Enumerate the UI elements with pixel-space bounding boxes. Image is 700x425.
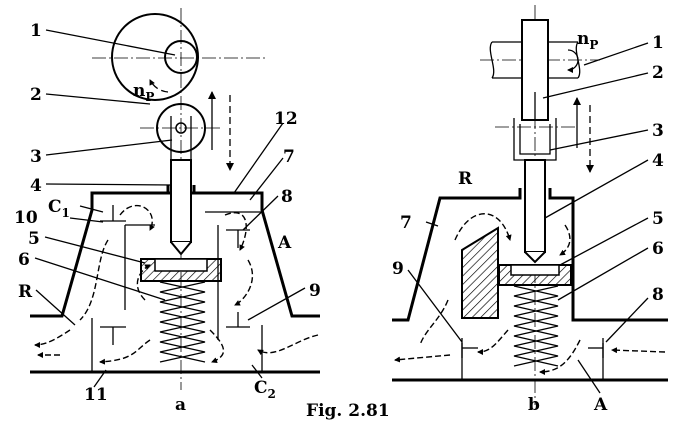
leaders-b xyxy=(407,42,649,394)
flow-c1-a xyxy=(119,204,155,231)
label-a-b: A xyxy=(593,395,608,415)
flow-left-b xyxy=(419,299,449,346)
label-3-a: 3 xyxy=(30,147,42,167)
label-np-a: nP xyxy=(133,81,154,104)
label-5-b: 5 xyxy=(652,209,664,229)
flow-bottom-left-a xyxy=(99,339,151,365)
label-np-main-b: n xyxy=(577,29,589,49)
valve-10-a xyxy=(100,205,126,222)
valve-9-b xyxy=(461,338,478,358)
valve-9-a xyxy=(226,312,250,328)
label-6-a: 6 xyxy=(18,250,30,270)
label-3-b: 3 xyxy=(652,121,664,141)
plunger-tip-b xyxy=(524,251,546,264)
valve-11-a xyxy=(100,326,126,345)
plunger-rod-b xyxy=(524,159,546,253)
piston-cup-a xyxy=(154,258,208,272)
label-sub-b: b xyxy=(528,395,540,415)
flow-out-b xyxy=(394,354,451,363)
label-7-b: 7 xyxy=(400,213,412,233)
label-sub-a: a xyxy=(175,395,186,415)
label-4-a: 4 xyxy=(30,176,42,196)
diagram-b: nP 1 2 3 4 5 6 8 R 7 9 b A xyxy=(392,5,668,415)
label-8-a: 8 xyxy=(281,187,293,207)
label-11-a: 11 xyxy=(84,385,108,405)
label-12-a: 12 xyxy=(274,109,298,129)
label-7-a: 7 xyxy=(283,147,295,167)
label-9-b: 9 xyxy=(392,259,404,279)
label-np-b: nP xyxy=(577,29,598,52)
diagram-a: 1 2 3 4 C1 10 5 6 R 11 a C2 9 A 8 7 12 n… xyxy=(14,8,321,415)
flow-in-right-a xyxy=(257,334,319,356)
shaft-end-left-b xyxy=(489,41,495,79)
flow-right-top-a xyxy=(224,212,247,251)
label-9-a: 9 xyxy=(309,281,321,301)
spring-a xyxy=(159,281,206,363)
flow-right-mid-a xyxy=(234,259,254,306)
cam-shaft-a xyxy=(164,40,198,74)
figure-caption: Fig. 2.81 xyxy=(306,401,390,421)
label-5-a: 5 xyxy=(28,229,40,249)
label-2-a: 2 xyxy=(30,85,42,105)
spring-b xyxy=(513,285,559,367)
fork-inner-b xyxy=(519,124,551,155)
flow-inner-a xyxy=(136,264,151,301)
guide-wedge-b xyxy=(461,226,499,319)
label-c1-a: C1 xyxy=(48,197,70,220)
label-c2-a: C2 xyxy=(254,378,276,401)
flow-top-b xyxy=(454,213,512,241)
label-10-a: 10 xyxy=(14,208,38,228)
shaft-rotation-arrow-b xyxy=(567,49,579,73)
label-a-a: A xyxy=(277,233,292,253)
label-1-b: 1 xyxy=(652,33,664,53)
housing-right-a xyxy=(191,185,320,318)
label-np-sub-b: P xyxy=(589,38,598,52)
roller-a xyxy=(156,103,206,153)
leaders-a xyxy=(34,29,306,388)
flow-out-left-a xyxy=(34,329,71,348)
label-4-b: 4 xyxy=(652,151,664,171)
cam-rotation-arrow-a xyxy=(149,79,169,93)
label-2-b: 2 xyxy=(652,63,664,83)
roller-pin-a xyxy=(175,122,187,134)
flow-bottom-a xyxy=(209,329,225,363)
plunger-rod-a xyxy=(170,159,192,243)
label-c2-main: C xyxy=(254,378,268,398)
piston-cup-b xyxy=(510,264,560,276)
label-8-b: 8 xyxy=(652,285,664,305)
label-c2-sub: 2 xyxy=(268,387,276,401)
flow-left-a xyxy=(79,239,109,321)
flow-bottom-left-b xyxy=(477,329,509,355)
label-c1-sub: 1 xyxy=(62,206,70,220)
label-r-b: R xyxy=(458,169,473,189)
flow-bottom-b xyxy=(539,339,581,375)
housing-left-a xyxy=(30,185,171,318)
label-c1-main: C xyxy=(48,197,62,217)
flow-in-b xyxy=(611,347,666,354)
valve-8-a xyxy=(226,229,250,248)
housing-b xyxy=(392,188,668,322)
label-1-a: 1 xyxy=(30,21,42,41)
flow-right-b xyxy=(559,224,571,256)
label-np-sub-a: P xyxy=(145,90,154,104)
label-np-main-a: n xyxy=(133,81,145,101)
label-6-b: 6 xyxy=(652,239,664,259)
plunger-tip-a xyxy=(170,241,192,256)
spring-a-back xyxy=(159,281,206,363)
label-r-a: R xyxy=(18,282,33,302)
spring-b-back xyxy=(513,285,559,367)
valve-8-b xyxy=(588,338,604,358)
